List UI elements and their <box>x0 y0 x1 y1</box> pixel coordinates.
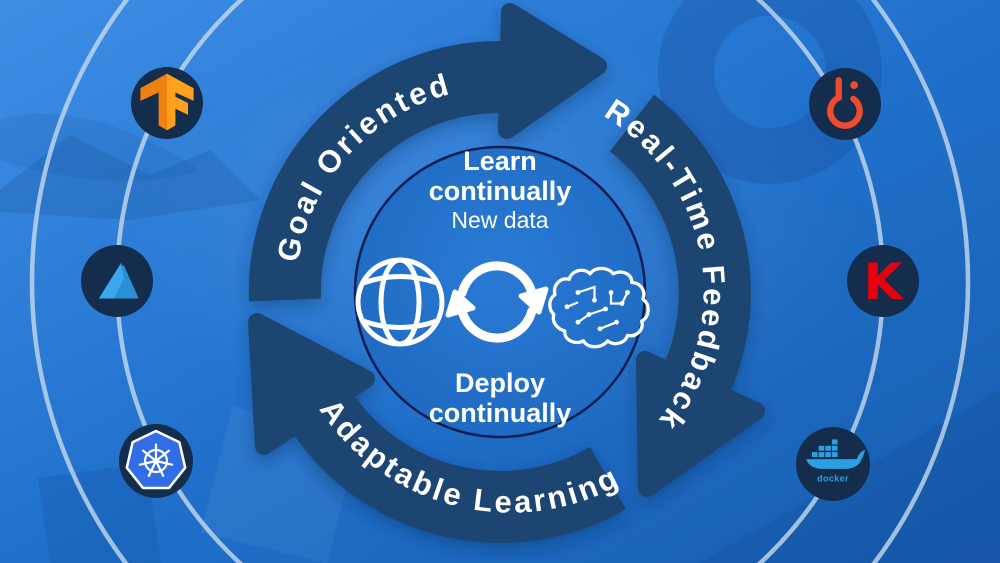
learn-label-line2: continually <box>429 176 572 206</box>
globe-icon <box>355 257 445 347</box>
arrowhead-real-time-feedback <box>636 351 765 497</box>
arrowhead-adaptable-learning <box>248 313 375 455</box>
cycle-arcs <box>248 3 765 543</box>
orbit-ring-outer <box>29 0 971 563</box>
azure-icon <box>98 262 139 299</box>
azure-logo <box>81 245 153 317</box>
decor-blob <box>0 113 200 181</box>
docker-logo: docker <box>796 427 870 501</box>
docker-icon: docker <box>806 439 866 484</box>
docker-wordmark: docker <box>817 474 849 484</box>
new-data-label: New data <box>451 207 548 233</box>
arrowhead-goal-oriented <box>498 3 607 139</box>
arc-adaptable-learning <box>248 313 627 543</box>
pytorch-logo-circle <box>809 68 881 140</box>
pytorch-icon <box>827 77 863 129</box>
learn-label-line1: Learn <box>463 146 537 176</box>
center-texts: Learn continually New data Deploy contin… <box>429 146 572 428</box>
tensorflow-icon <box>140 73 194 131</box>
arc-goal-oriented <box>248 3 607 302</box>
circuit-brain-icon <box>548 266 650 349</box>
kafka-logo: K <box>847 245 919 317</box>
tensorflow-logo <box>131 67 203 139</box>
kubernetes-icon <box>125 429 187 490</box>
kafka-logo-circle <box>847 245 919 317</box>
arc-real-time-feedback <box>609 94 765 497</box>
deploy-label-line2: continually <box>429 398 572 428</box>
kubernetes-logo <box>119 424 193 498</box>
arc-band-goal-oriented <box>248 40 505 302</box>
sync-arrows-icon <box>445 261 549 343</box>
arc-band-real-time-feedback <box>609 94 751 390</box>
arc-band-adaptable-learning <box>294 393 627 543</box>
deploy-label-line1: Deploy <box>455 368 545 398</box>
kafka-icon: K <box>864 253 905 311</box>
pytorch-logo <box>809 68 881 140</box>
